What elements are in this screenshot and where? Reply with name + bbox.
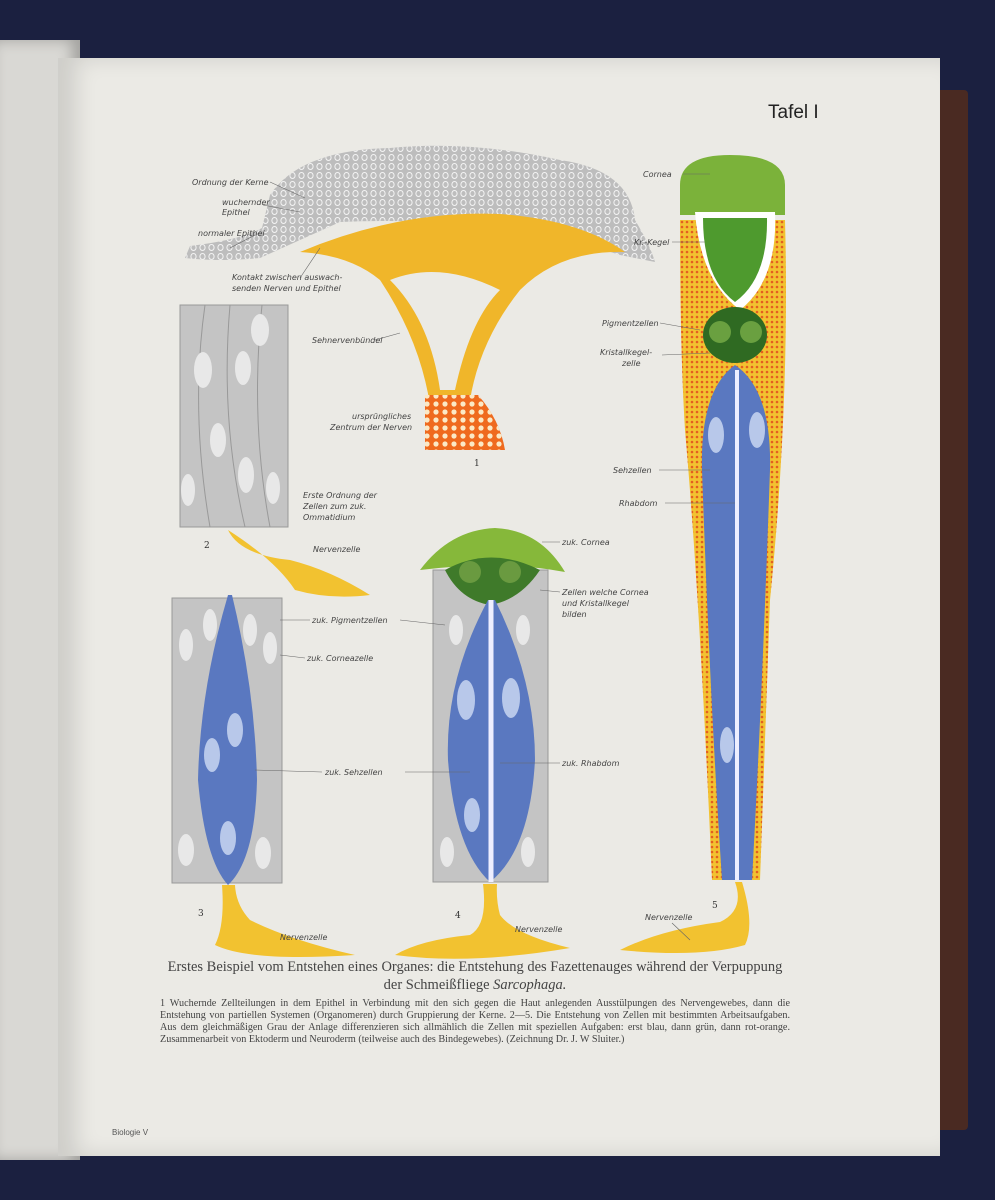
- label-rhabdom: Rhabdom: [619, 499, 658, 508]
- caption-species: Sarcophaga.: [493, 977, 567, 993]
- label-wuchernder: wuchernder: [222, 198, 270, 207]
- label-epithel: Epithel: [222, 208, 250, 217]
- label-zellen-2: und Kristallkegel: [562, 599, 630, 608]
- label-kontakt-2: senden Nerven und Epithel: [232, 284, 341, 293]
- label-zellen-1: Zellen welche Cornea: [561, 588, 649, 597]
- label-urspruengliches-1: ursprüngliches: [352, 412, 411, 421]
- caption-title: Erstes Beispiel vom Entstehen eines Orga…: [160, 958, 790, 994]
- label-zuk-sehzellen: zuk. Sehzellen: [324, 768, 383, 777]
- plate-title: Tafel I: [768, 102, 819, 123]
- figure-2: [179, 304, 370, 597]
- label-nervenzelle-3: Nervenzelle: [280, 933, 327, 942]
- label-zuk-rhabdom: zuk. Rhabdom: [561, 759, 620, 768]
- figure-1: [185, 145, 655, 450]
- label-zuk-corneazelle: zuk. Corneazelle: [306, 654, 373, 663]
- page-footer: Biologie V: [112, 1128, 149, 1137]
- caption-credit: (Zeichnung Dr. J. W Sluiter.): [506, 1034, 625, 1045]
- figure-number-4: 4: [455, 911, 461, 921]
- label-kontakt-1: Kontakt zwischen auswach-: [232, 273, 342, 282]
- label-normaler-epithel: normaler Epithel: [198, 229, 265, 238]
- label-erste-2: Zellen zum zuk.: [302, 502, 366, 511]
- label-urspruengliches-2: Zentrum der Nerven: [329, 423, 412, 432]
- figure-number-1: 1: [474, 459, 480, 469]
- plate-caption: Erstes Beispiel vom Entstehen eines Orga…: [160, 958, 790, 1046]
- label-zellen-3: bilden: [562, 610, 587, 619]
- label-erste-1: Erste Ordnung der: [303, 491, 378, 500]
- label-zuk-pigmentzellen: zuk. Pigmentzellen: [311, 616, 388, 625]
- label-cornea: Cornea: [643, 170, 672, 179]
- label-nervenzelle-2: Nervenzelle: [313, 545, 360, 554]
- label-ordnung-kerne: Ordnung der Kerne: [192, 178, 269, 187]
- figure-4: [395, 528, 570, 959]
- label-kristallkegel-2: zelle: [621, 359, 641, 368]
- figure-number-3: 3: [198, 909, 204, 919]
- figure-number-2: 2: [204, 541, 210, 551]
- caption-title-text: Erstes Beispiel vom Entstehen eines Orga…: [167, 959, 783, 993]
- label-nervenzelle-4: Nervenzelle: [515, 925, 562, 934]
- label-kr-kegel: Kr.-Kegel: [634, 238, 670, 247]
- figure-5: [620, 155, 786, 954]
- label-sehzellen: Sehzellen: [613, 466, 652, 475]
- caption-body-text: 1 Wuchernde Zellteilungen in dem Epithel…: [160, 998, 790, 1045]
- label-erste-3: Ommatidium: [303, 513, 356, 522]
- caption-body: 1 Wuchernde Zellteilungen in dem Epithel…: [160, 998, 790, 1046]
- label-kristallkegel-1: Kristallkegel-: [600, 348, 652, 357]
- leader-lines: [229, 173, 735, 941]
- figure-labels: Ordnung der Kerne wuchernder Epithel nor…: [192, 170, 718, 942]
- label-nervenzelle-5: Nervenzelle: [645, 913, 692, 922]
- figure-3: [171, 595, 355, 958]
- figure-number-5: 5: [712, 901, 718, 911]
- label-pigmentzellen: Pigmentzellen: [602, 319, 659, 328]
- label-zuk-cornea: zuk. Cornea: [561, 538, 610, 547]
- label-sehnervenbuendel: Sehnervenbündel: [312, 336, 383, 345]
